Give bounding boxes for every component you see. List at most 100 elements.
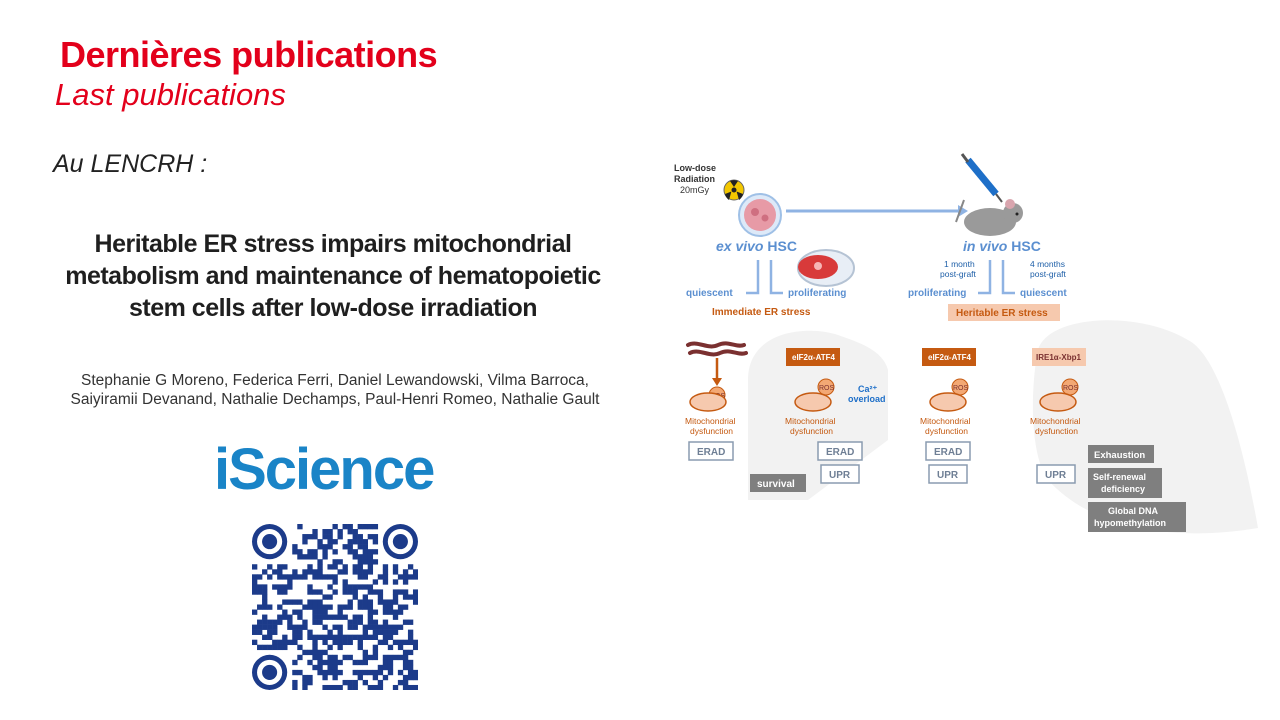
qr-module [302,569,308,575]
upr-label-2: UPR [937,470,959,481]
qr-module [357,524,363,530]
qr-module [302,604,308,610]
qr-module [297,669,303,676]
qr-module [292,544,298,550]
qr-module [377,664,384,671]
qr-code[interactable] [252,524,418,690]
qr-module [402,649,409,656]
qr-module [302,554,308,560]
qr-module [382,574,389,580]
qr-module [332,684,338,690]
qr-module [367,684,374,690]
qr-module [327,539,333,545]
qr-module [312,619,318,625]
qr-module [392,599,399,605]
qr-module [292,624,298,630]
qr-module [317,614,323,620]
qr-module [372,654,379,661]
qr-module [377,624,384,630]
graphical-abstract: Low-dose Radiation 20mGy ex vivo HSC [674,153,1258,534]
paper-authors: Stephanie G Moreno, Federica Ferri, Dani… [70,372,600,408]
qr-module [252,564,258,570]
qr-module [317,599,323,605]
qr-module [322,674,328,681]
qr-module [312,529,318,535]
qr-module [362,604,368,610]
slide-title-en: Last publications [55,77,286,112]
qr-module [267,604,273,610]
qr-module [327,629,333,635]
qr-module [402,674,409,681]
qr-module [407,684,414,690]
qr-module [322,669,328,676]
qr-module [402,569,409,575]
qr-module [377,639,384,646]
qr-module [317,539,323,545]
qr-module [377,629,384,635]
ire1a-label: IRE1α-Xbp1 [1036,353,1081,362]
low-dose-label-2: Radiation [674,174,715,184]
qr-module [337,529,343,535]
lab-line: Au LENCRH : [53,150,208,178]
qr-module [382,659,389,666]
quiescent-label-left: quiescent [686,288,733,299]
qr-module [367,619,374,625]
qr-module [357,639,363,646]
qr-module [272,584,278,590]
erad-label-1: ERAD [697,447,725,458]
qr-module [307,569,313,575]
qr-module [292,574,298,580]
qr-module [332,549,338,555]
qr-module [407,639,414,646]
in-vivo-fork-arrows [978,260,1015,295]
dish-icon [797,249,855,287]
qr-module [342,604,348,610]
qr-module [292,629,298,635]
qr-module [292,639,298,646]
exhaustion-label: Exhaustion [1094,450,1145,461]
qr-module [322,614,328,620]
ros-label-4: ROS [1063,385,1079,392]
qr-module [362,679,368,686]
qr-module [382,634,389,640]
proliferating-label-left: proliferating [788,288,846,299]
qr-module [412,674,418,681]
qr-module [377,574,384,580]
qr-module [352,619,358,625]
qr-module [302,534,308,540]
qr-module [332,524,338,530]
eif2a-box-2 [922,348,976,366]
qr-module [367,654,374,661]
qr-module [317,649,323,656]
qr-module [317,654,323,661]
qr-module [347,604,353,610]
qr-module [332,614,338,620]
qr-module [362,524,368,530]
qr-module [267,629,273,635]
qr-module [317,619,323,625]
qr-module [342,634,348,640]
qr-module [407,649,414,656]
qr-module [357,604,363,610]
qr-module [367,614,374,620]
mitochondria-icon-3 [929,392,967,412]
arrow-down-head [712,378,722,386]
qr-module [377,589,384,595]
upr-box-2 [928,464,968,484]
qr-module [252,609,258,615]
qr-module [392,629,399,635]
qr-module [272,639,278,646]
qr-module [277,584,283,590]
qr-module [347,679,353,686]
qr-module [392,639,399,646]
qr-module [402,594,409,600]
qr-module [362,549,368,555]
qr-module [317,664,323,671]
qr-module [392,589,399,595]
qr-module [372,539,379,545]
qr-module [367,524,374,530]
qr-module [337,614,343,620]
mito-label-2b: dysfunction [790,426,833,436]
qr-module [282,574,288,580]
qr-module [342,584,348,590]
